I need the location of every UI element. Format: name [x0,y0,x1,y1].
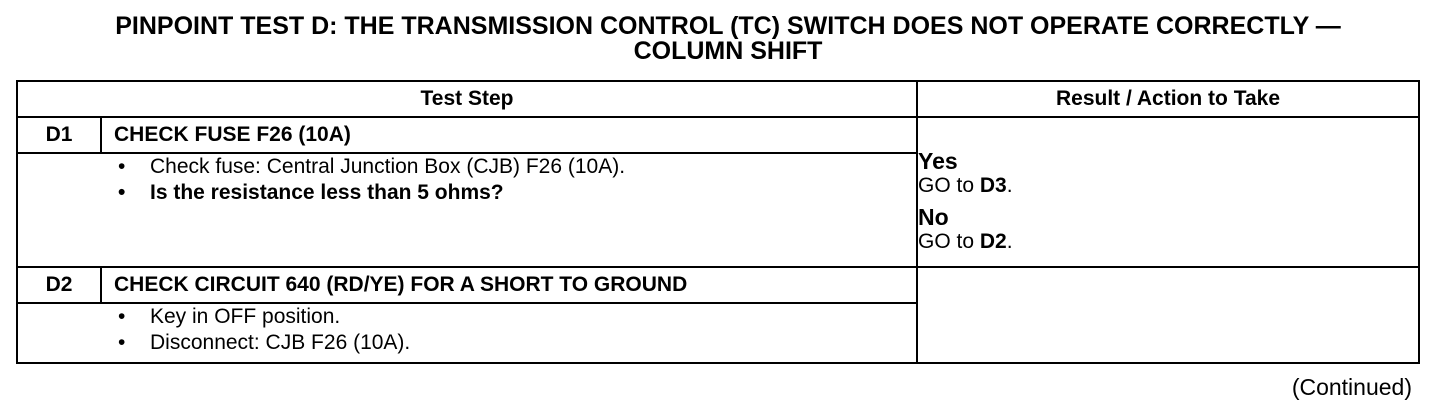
step-body-row-d2: Key in OFF position. Disconnect: CJB F26… [16,302,1419,364]
step-result-cell [916,266,1420,364]
pinpoint-test-table: Test Step Result / Action to Take D1 CHE… [16,80,1420,364]
step-body: Key in OFF position. Disconnect: CJB F26… [16,302,918,364]
header-test-step: Test Step [16,80,918,118]
instruction-question: Is the resistance less than 5 ohms? [18,180,916,206]
result-target: D3 [979,174,1007,197]
page-title: PINPOINT TEST D: THE TRANSMISSION CONTRO… [0,14,1456,64]
title-line-2: COLUMN SHIFT [633,37,823,65]
step-result-cell: Yes GO to D3. No GO to D2. [916,116,1420,268]
step-row-d2: D2 CHECK CIRCUIT 640 (RD/YE) FOR A SHORT… [16,266,1420,364]
step-body-row-d1: Check fuse: Central Junction Box (CJB) F… [16,152,1419,268]
instruction-item: Disconnect: CJB F26 (10A). [18,330,916,356]
step-title: CHECK FUSE F26 (10A) [100,116,918,154]
result-label: No [918,204,949,230]
result-label: Yes [918,148,958,174]
header-result-action: Result / Action to Take [916,80,1420,118]
table-header-row: Test Step Result / Action to Take [16,80,1420,118]
instruction-item: Check fuse: Central Junction Box (CJB) F… [18,154,916,180]
step-id: D2 [16,266,102,304]
result-action: GO to D2. [918,230,1013,253]
step-body: Check fuse: Central Junction Box (CJB) F… [16,152,918,268]
step-instructions: Check fuse: Central Junction Box (CJB) F… [18,154,916,206]
continued-note: (Continued) [1291,374,1412,400]
step-title: CHECK CIRCUIT 640 (RD/YE) FOR A SHORT TO… [100,266,918,304]
instruction-item: Key in OFF position. [18,304,916,330]
title-line-1: PINPOINT TEST D: THE TRANSMISSION CONTRO… [115,12,1341,40]
result-action: GO to D3. [918,174,1013,197]
step-row-d1: D1 CHECK FUSE F26 (10A) Yes GO to D3. No… [16,116,1420,268]
result-target: D2 [979,230,1007,253]
step-id: D1 [16,116,102,154]
step-instructions: Key in OFF position. Disconnect: CJB F26… [18,304,916,356]
